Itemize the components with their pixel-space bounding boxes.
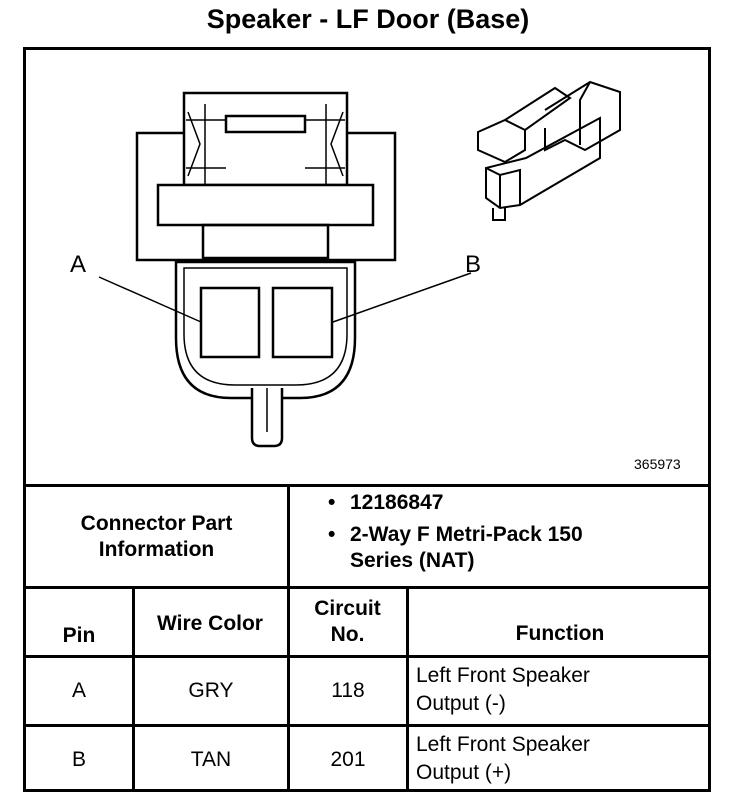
divider xyxy=(287,484,290,792)
page-title: Speaker - LF Door (Base) xyxy=(206,4,530,34)
cavity-a xyxy=(199,286,261,359)
row-a-pin: A xyxy=(71,679,86,702)
connector-frame xyxy=(23,47,711,792)
header-wire-color: Wire Color xyxy=(157,612,263,635)
row-a-function: Left Front Speaker Output (-) xyxy=(416,664,590,715)
divider xyxy=(23,724,711,727)
pin-label-b: B xyxy=(465,251,482,278)
header-function: Function xyxy=(515,622,605,645)
connector-face-view xyxy=(98,91,472,448)
divider xyxy=(23,655,711,658)
figure-number: 365973 xyxy=(634,456,681,472)
divider xyxy=(132,586,135,792)
connector-info-list: 12186847 2-Way F Metri-Pack 150 Series (… xyxy=(322,490,610,580)
header-pin: Pin xyxy=(62,624,96,647)
cavity-b xyxy=(271,286,334,359)
row-b-wire-color: TAN xyxy=(190,747,232,771)
row-b-circuit: 201 xyxy=(330,747,366,771)
row-a-wire-color: GRY xyxy=(188,679,234,702)
divider xyxy=(23,586,711,589)
divider xyxy=(406,586,409,792)
connector-info-label: Connector Part Information xyxy=(80,511,233,561)
connector-3d-view xyxy=(477,80,621,221)
row-a-circuit: 118 xyxy=(331,679,365,702)
row-b-function: Left Front Speaker Output (+) xyxy=(416,733,590,784)
header-circuit-no: Circuit No. xyxy=(314,597,381,646)
pin-label-a: A xyxy=(70,251,87,278)
connector-type: 2-Way F Metri-Pack 150 Series (NAT) xyxy=(322,522,610,574)
row-b-pin: B xyxy=(71,747,86,771)
connector-part-number: 12186847 xyxy=(322,490,610,516)
divider xyxy=(23,484,711,487)
